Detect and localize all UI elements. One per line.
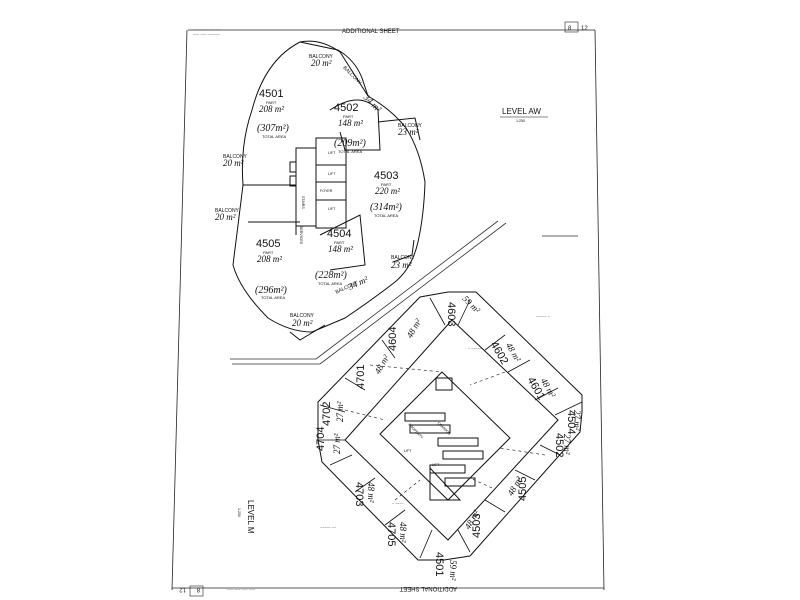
svg-text:BALCONY: BALCONY <box>290 313 315 319</box>
level-aw-scale: 1:250 <box>516 119 525 123</box>
svg-text:BALCONY: BALCONY <box>309 54 334 60</box>
svg-text:~~~ ~~~ ~~~ ~~~: ~~~ ~~~ ~~~ ~~~ <box>227 587 255 591</box>
sheet-footer: ADDITIONAL SHEET 8 12 ~~~ ~~~ ~~~ ~~~ <box>179 585 457 597</box>
lot-4503-m-number: 4503 <box>471 514 483 538</box>
svg-text:TOTAL AREA: TOTAL AREA <box>318 281 342 286</box>
lot-4502-m-number: 4502 <box>553 433 565 457</box>
svg-text:BALCONY: BALCONY <box>341 65 363 87</box>
balcony-area-4: 20 m² <box>223 158 244 168</box>
level-m-labels: LEVEL M 1:250 4603 59 m² 4602 48 m² 4601… <box>237 294 582 581</box>
header-title: ADDITIONAL SHEET <box>342 29 400 35</box>
level-aw-title: LEVEL AW <box>502 107 541 116</box>
svg-text:LIFT: LIFT <box>432 463 440 467</box>
sheet-border <box>171 29 605 591</box>
balcony-area-8: 20 m² <box>292 318 313 328</box>
footer-title: ADDITIONAL SHEET <box>399 585 457 591</box>
lot-4501-m-area: 59 m² <box>448 560 458 581</box>
sheet-page-bottom: 8 <box>196 586 200 592</box>
lot-4703-number: 4703 <box>353 482 365 506</box>
balcony-area-2: 34 m² <box>361 92 383 114</box>
balcony-area-1: 20 m² <box>311 58 332 68</box>
sheet-header: ~~~~ ~~~ ~~ ~~~ ~~~ ~~~ ~~~~~~ ADDITIONA… <box>193 21 588 37</box>
lot-4505-m-number: 4505 <box>517 477 529 501</box>
lot-4504-area: 148 m² <box>328 244 353 254</box>
svg-text:FOYER: FOYER <box>320 189 333 193</box>
svg-text:~~~~~ ~: ~~~~~ ~ <box>536 315 550 319</box>
balcony-area-3: 23 m² <box>398 127 419 137</box>
lot-4504-m-area: 27 m² <box>572 410 582 431</box>
svg-text:PART: PART <box>381 182 392 187</box>
svg-text:TOTAL AREA: TOTAL AREA <box>261 295 285 300</box>
lot-4505-area: 208 m² <box>257 254 282 264</box>
lot-4705-number: 4705 <box>385 522 397 546</box>
lot-4504-m-number: 4504 <box>565 410 577 434</box>
lot-4501-total: (307m²) <box>257 123 290 134</box>
level-m-plan <box>317 291 583 561</box>
level-aw-labels: LEVEL AW 1:250 4501 PART 208 m² (307m²) … <box>215 54 548 328</box>
lot-4704-area: 27 m² <box>332 433 342 454</box>
lot-4604-area: 48 m² <box>404 317 423 340</box>
lot-4701-area: 48 m² <box>372 353 391 376</box>
lot-4501-m-number: 4501 <box>433 552 445 576</box>
svg-text:LIFT: LIFT <box>328 172 336 176</box>
svg-text:TOTAL AREA: TOTAL AREA <box>374 213 398 218</box>
svg-text:PART: PART <box>263 250 274 255</box>
annotation-marks: ~~~~~ ~ ~~ ~~~~~ ~ ~~~~~ ~ ~~~~ <box>320 315 549 529</box>
sheet-number-top: 12 <box>581 26 588 32</box>
svg-text:~ ~~~~~: ~ ~~~~~ <box>468 347 482 351</box>
lot-4603-number: 4603 <box>445 302 457 326</box>
svg-text:BALCONY: BALCONY <box>391 255 416 261</box>
lot-4502-number: 4502 <box>334 102 358 114</box>
lot-4705-area: 48 m² <box>398 522 408 543</box>
lot-4702-number: 4702 <box>321 402 333 426</box>
level-aw-plan <box>232 40 426 341</box>
svg-text:~~ ~~~~~: ~~ ~~~~~ <box>320 525 336 529</box>
lot-4502-area: 148 m² <box>338 118 363 128</box>
svg-text:~~~~ ~~~ ~~ ~~~: ~~~~ ~~~ ~~ ~~~ <box>193 28 221 32</box>
svg-text:SERVICES: SERVICES <box>299 226 303 245</box>
common-label: COMMON <box>437 421 452 436</box>
lot-4704-number: 4704 <box>315 427 327 451</box>
svg-text:PART: PART <box>343 114 354 119</box>
svg-text:PART: PART <box>266 100 277 105</box>
lot-4701-number: 4701 <box>355 365 367 389</box>
svg-text:~~~ ~~~ ~~~~~~: ~~~ ~~~ ~~~~~~ <box>193 33 220 37</box>
balcony-area-6: 23 m² <box>391 260 412 270</box>
lot-4702-area: 27 m² <box>335 401 345 422</box>
lot-4503-area: 220 m² <box>375 186 400 196</box>
svg-text:LIFT: LIFT <box>404 449 412 453</box>
lot-4501-number: 4501 <box>259 88 283 100</box>
svg-text:STAIRS: STAIRS <box>301 196 305 209</box>
lot-4703-area: 48 m² <box>366 482 376 503</box>
balcony-area-7: 34 m² <box>346 274 370 292</box>
sheet-page-top: 8 <box>568 26 572 32</box>
separator-lines <box>230 220 578 365</box>
level-m-scale: 1:250 <box>237 508 241 517</box>
lot-4503-number: 4503 <box>374 170 398 182</box>
lot-4604-number: 4604 <box>387 327 399 351</box>
lot-4502-m-area: 27 m² <box>562 434 572 455</box>
svg-text:BALCONY: BALCONY <box>215 208 240 214</box>
lot-4503-total: (314m²) <box>370 202 403 213</box>
lot-4502-total: (209m²) <box>334 138 367 149</box>
level-m-title: LEVEL M <box>246 500 255 534</box>
lot-4505-number: 4505 <box>256 238 280 250</box>
svg-text:LIFT: LIFT <box>328 207 336 211</box>
svg-text:PART: PART <box>334 240 345 245</box>
svg-text:~ ~~~~: ~ ~~~~ <box>392 502 404 506</box>
lot-4504-number: 4504 <box>327 228 351 240</box>
lot-4505-total: (296m²) <box>255 285 288 296</box>
lot-4501-area: 208 m² <box>259 104 284 114</box>
svg-text:TOTAL AREA: TOTAL AREA <box>262 134 286 139</box>
svg-text:TOTAL AREA: TOTAL AREA <box>338 149 362 154</box>
svg-text:LIFT: LIFT <box>328 151 336 155</box>
svg-text:BALCONY: BALCONY <box>398 123 423 129</box>
sheet-number-bottom: 12 <box>179 586 186 592</box>
balcony-area-5: 20 m² <box>215 212 236 222</box>
svg-text:BALCONY: BALCONY <box>223 154 248 160</box>
lot-4504-total: (228m²) <box>315 270 348 281</box>
